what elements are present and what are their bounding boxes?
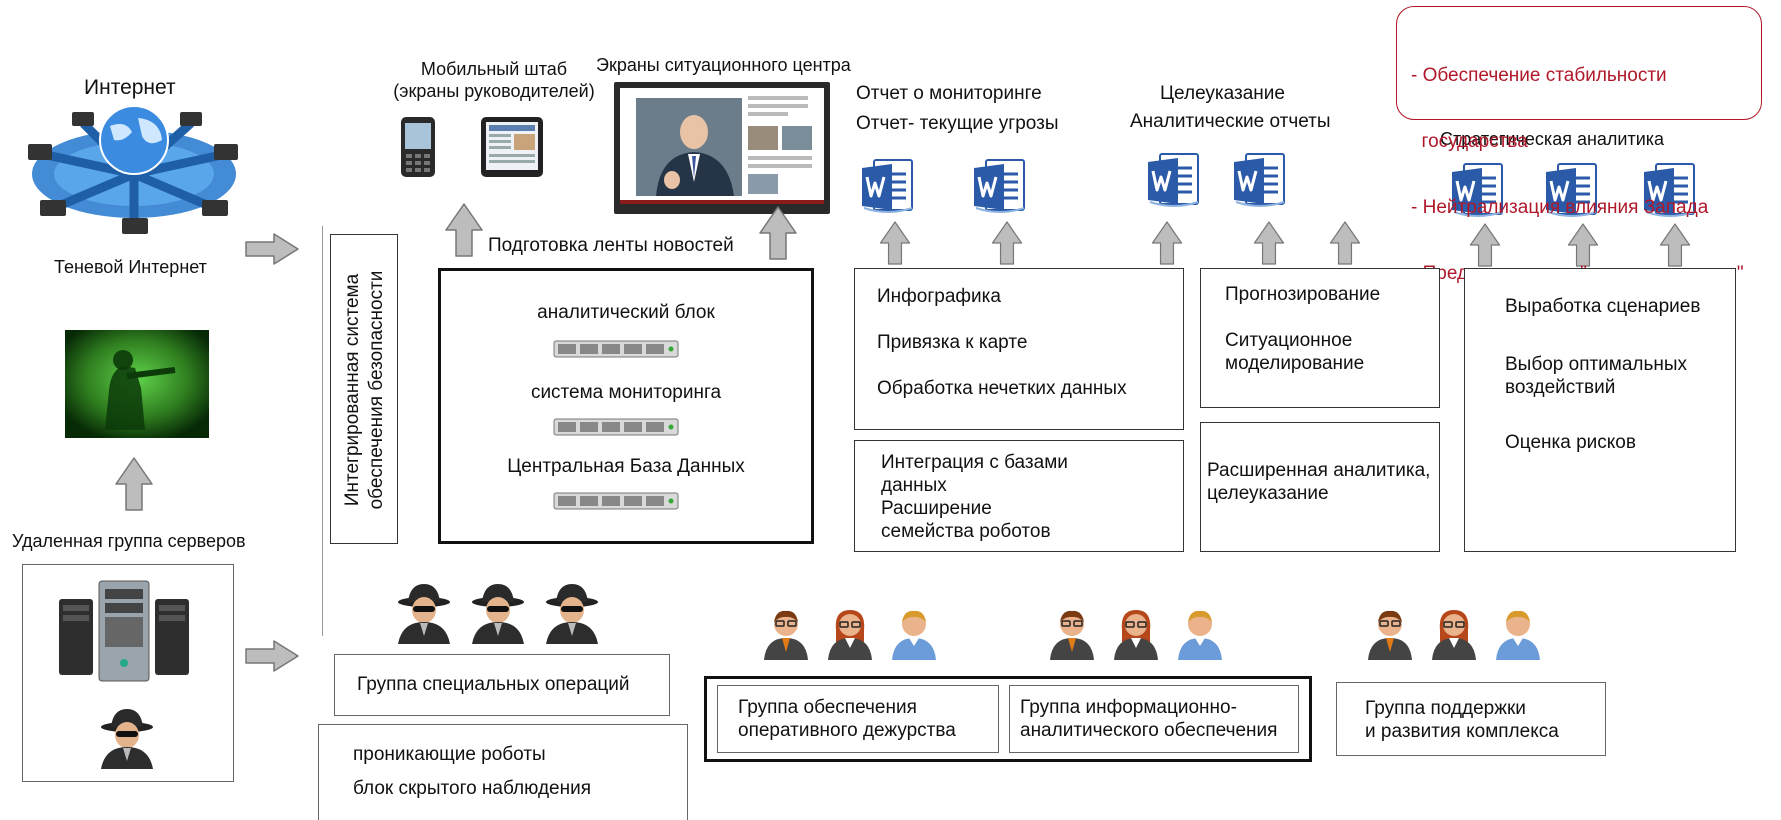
operations-groups-box: Группа обеспечения оперативного дежурств… (704, 676, 1312, 762)
map-binding-item: Привязка к карте (877, 332, 1028, 353)
manager-icon (827, 609, 873, 661)
integration-box: Интеграция с базами данных Расширение се… (854, 440, 1184, 552)
remote-servers-label: Удаленная группа серверов (12, 531, 246, 551)
shadow-internet-label: Теневой Интернет (54, 257, 207, 277)
arrow-icon (1329, 221, 1361, 265)
rack-server-icon (553, 418, 679, 436)
info-group-box: Группа информационно- аналитического обе… (1009, 685, 1299, 753)
manager-icon (1049, 610, 1095, 661)
word-document-icon[interactable] (970, 156, 1030, 220)
mobile-hq-label: Мобильный штаб (экраны руководителей) (393, 59, 595, 101)
news-feed-label: Подготовка ленты новостей (488, 235, 734, 256)
special-ops-label: Группа специальных операций (357, 674, 630, 695)
forecast-item: Прогнозирование (1225, 284, 1381, 305)
spy-icon (546, 584, 598, 644)
manager-icon (1367, 610, 1413, 661)
word-document-icon[interactable] (1144, 150, 1204, 214)
spy-icon (398, 584, 450, 644)
risk-item: Оценка рисков (1505, 432, 1636, 453)
server-tower-icon (59, 580, 189, 682)
current-threats-label: Отчет- текущие угрозы (856, 113, 1059, 134)
fuzzy-data-item: Обработка нечетких данных (877, 378, 1127, 399)
situation-center-label: Экраны ситуационного центра (596, 55, 851, 75)
internet-network-icon (28, 105, 238, 234)
info-group-line: Группа информационно- (1020, 697, 1237, 718)
arrow-icon (1151, 221, 1183, 265)
goal-item: - Обеспечение стабильности (1411, 65, 1667, 86)
arrow-icon (991, 221, 1023, 265)
goal-item: государства (1411, 131, 1528, 152)
surveillance-item: блок скрытого наблюдения (353, 778, 591, 799)
manager-icon (1178, 610, 1222, 660)
support-group-line: и развития комплекса (1365, 721, 1559, 742)
advanced-analytics-box: Расширенная аналитика, целеуказание (1200, 422, 1440, 552)
analytic-reports-label: Аналитические отчеты (1130, 111, 1331, 132)
manager-icon (763, 610, 809, 661)
goals-box: - Обеспечение стабильности государства -… (1396, 6, 1762, 284)
robots-item: проникающие роботы (353, 744, 546, 765)
integrated-system-label: Интегрированная система обеспечения безо… (342, 270, 387, 510)
modeling-item: моделирование (1225, 353, 1365, 374)
duty-group-line: Группа обеспечения (738, 697, 917, 718)
central-db-label: Центральная База Данных (507, 456, 745, 477)
arrow-icon (445, 203, 483, 257)
targeting-label: Целеуказание (1160, 83, 1285, 104)
rack-server-icon (553, 340, 679, 358)
integrated-system-box: Интегрированная система обеспечения безо… (330, 234, 398, 544)
night-vision-image (65, 330, 209, 438)
monitoring-report-label: Отчет о мониторинге (856, 83, 1042, 104)
word-document-icon[interactable] (858, 156, 918, 220)
arrow-icon (1253, 221, 1285, 265)
arrow-icon (245, 640, 299, 672)
word-document-icon[interactable] (1230, 150, 1290, 214)
scenario-item: Выработка сценариев (1505, 296, 1701, 317)
special-ops-box: Группа специальных операций (334, 654, 670, 716)
integration-line: семейства роботов (881, 521, 1051, 542)
rack-server-icon (553, 492, 679, 510)
optimal-item: воздействий (1505, 377, 1616, 398)
manager-icon (1431, 609, 1477, 661)
manager-icon (1113, 609, 1159, 661)
duty-group-line: оперативного дежурства (738, 720, 956, 741)
spy-icon (472, 584, 524, 644)
arrow-icon (879, 221, 911, 265)
arrow-icon (115, 457, 153, 511)
advanced-analytics-line: Расширенная аналитика, (1207, 460, 1431, 481)
forecast-box: Прогнозирование Ситуационное моделирован… (1200, 268, 1440, 408)
monitoring-system-label: система мониторинга (530, 382, 722, 403)
manager-icon (892, 610, 936, 660)
robots-box: проникающие роботы блок скрытого наблюде… (318, 724, 688, 820)
spy-icon (101, 709, 153, 769)
advanced-analytics-line: целеуказание (1207, 483, 1329, 504)
goal-item: - Нейтрализация влияния Запада (1411, 197, 1709, 218)
tablet-icon (481, 117, 543, 177)
infographics-box: Инфографика Привязка к карте Обработка н… (854, 268, 1184, 430)
integration-line: Интеграция с базами (881, 452, 1068, 473)
phone-icon (401, 117, 435, 177)
system-divider-line (322, 226, 323, 636)
info-group-line: аналитического обеспечения (1020, 720, 1278, 741)
scenario-box: Выработка сценариев Выбор оптимальных во… (1464, 268, 1736, 552)
arrow-icon (245, 233, 299, 265)
manager-icon (1496, 610, 1540, 660)
integration-line: Расширение (881, 498, 992, 519)
infographics-item: Инфографика (877, 286, 1001, 307)
modeling-item: Ситуационное (1225, 330, 1353, 351)
analytic-block-label: аналитический блок (537, 302, 715, 323)
optimal-item: Выбор оптимальных (1505, 354, 1688, 375)
remote-servers-box (22, 564, 234, 782)
strategic-analytics-label: Стратегическая аналитика (1440, 129, 1665, 149)
internet-label: Интернет (84, 76, 176, 99)
support-group-box: Группа поддержки и развития комплекса (1336, 682, 1606, 756)
duty-group-box: Группа обеспечения оперативного дежурств… (717, 685, 999, 753)
support-group-line: Группа поддержки (1365, 698, 1526, 719)
monitor-icon (614, 82, 830, 214)
integration-line: данных (881, 475, 947, 496)
core-block-box: аналитический блок система мониторинга Ц… (438, 268, 814, 544)
arrow-icon (759, 206, 797, 260)
